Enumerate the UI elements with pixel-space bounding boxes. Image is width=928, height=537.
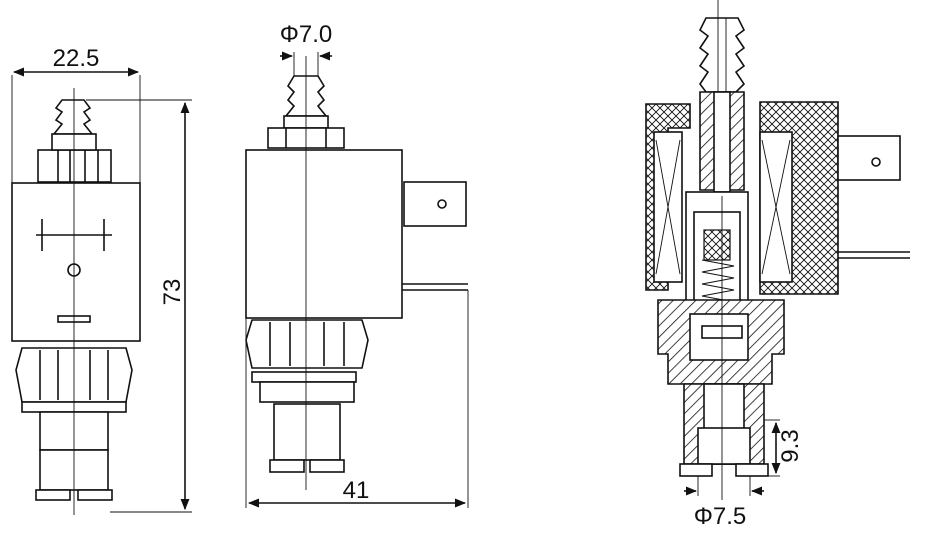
dimension-height: 73 (86, 99, 192, 513)
dimension-outlet-height: 9.3 (764, 419, 804, 477)
height-label: 73 (159, 279, 186, 306)
front-view (11, 88, 141, 515)
outlet-height-label: 9.3 (777, 429, 804, 462)
dimension-outlet-diameter: Φ7.5 (684, 476, 764, 530)
section-view (645, 0, 910, 500)
dimension-overall-length: 41 (245, 290, 469, 508)
outlet-diameter-label: Φ7.5 (694, 503, 747, 530)
dimension-hose-diameter: Φ7.0 (280, 21, 333, 76)
overall-length-label: 41 (343, 477, 370, 504)
side-view (245, 56, 468, 490)
hose-diameter-label: Φ7.0 (280, 21, 333, 48)
width-label: 22.5 (53, 45, 100, 72)
dimension-width: 22.5 (11, 45, 141, 183)
